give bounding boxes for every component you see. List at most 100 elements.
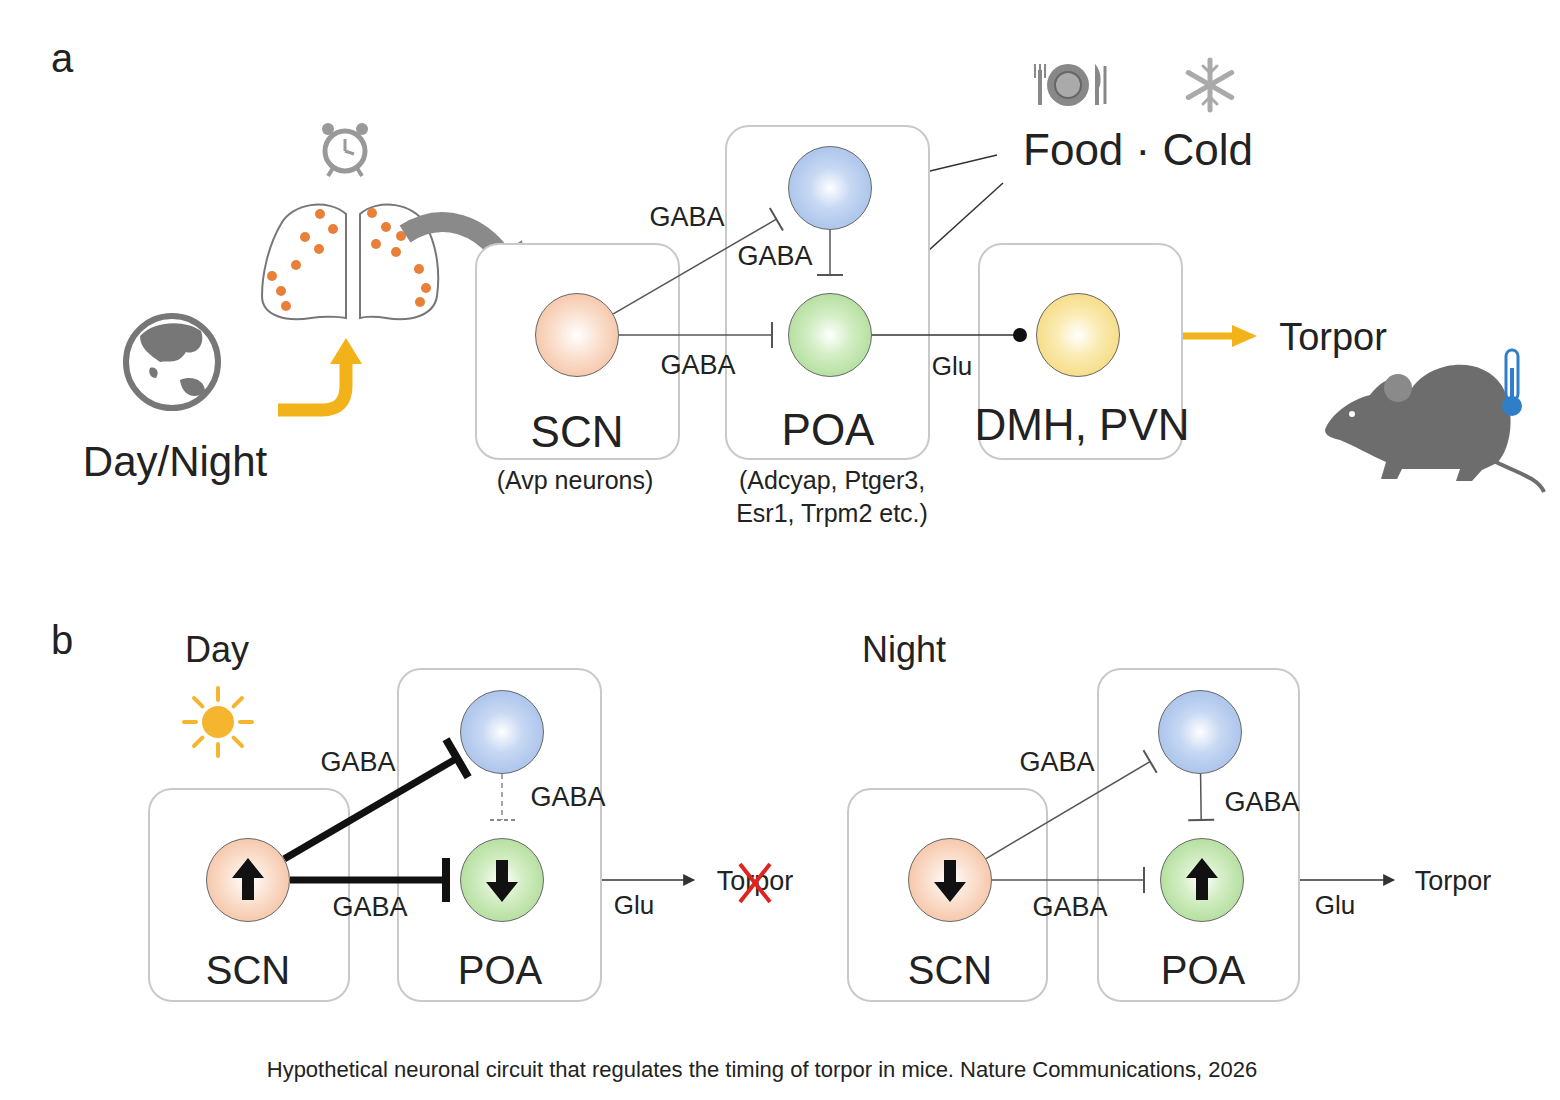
thermometer-icon xyxy=(1510,368,1514,402)
brain-section xyxy=(421,283,431,293)
sun-icon xyxy=(240,720,252,724)
brain-section xyxy=(371,239,381,249)
output-arrow xyxy=(545,879,694,881)
brain-section xyxy=(414,264,424,274)
thermometer-icon xyxy=(1506,350,1518,400)
annotation-text: Glu xyxy=(1315,889,1355,923)
activity-arrow xyxy=(232,858,264,900)
cell-markers: (Avp neurons) xyxy=(497,464,654,497)
neuron-circle xyxy=(535,293,619,377)
neuron-circle xyxy=(1160,838,1244,922)
brain-section xyxy=(367,208,377,218)
sun-icon xyxy=(234,738,242,746)
neural-projection xyxy=(284,758,457,859)
cold-icon xyxy=(1203,66,1217,104)
clock-icon xyxy=(344,139,347,151)
region-name: POA xyxy=(458,944,542,996)
region-name: SCN xyxy=(531,403,624,460)
projection-arrow xyxy=(405,222,506,262)
globe-icon xyxy=(140,323,202,362)
transmitter-label: GABA xyxy=(332,890,407,925)
neuron-circle xyxy=(460,838,544,922)
output-arrow xyxy=(1245,879,1394,881)
region-box: POA xyxy=(1097,668,1300,1002)
brain-section xyxy=(381,222,391,232)
neuron-circle xyxy=(1158,690,1242,774)
neuron-circle xyxy=(908,838,992,922)
neural-projection xyxy=(872,334,1020,336)
figure-caption: Hypothetical neuronal circuit that regul… xyxy=(267,1056,1258,1085)
region-box: POA xyxy=(397,668,602,1002)
clock-icon xyxy=(322,123,368,176)
cross-mark xyxy=(740,864,770,902)
annotation-text: Torpor xyxy=(717,864,794,899)
region-name: SCN xyxy=(206,944,290,996)
annotation-text: Torpor xyxy=(1415,864,1492,899)
brain-section xyxy=(391,247,401,257)
annotation-text: Day xyxy=(185,627,249,674)
activity-arrow xyxy=(232,858,1218,902)
transmitter-label: GABA xyxy=(660,348,735,383)
sun-icon xyxy=(194,698,202,706)
input-arrow xyxy=(884,155,997,182)
annotation-text: Day/Night xyxy=(83,435,267,490)
output-arrow xyxy=(545,879,1394,881)
neural-projection xyxy=(986,762,1150,859)
annotation-text: a xyxy=(51,32,73,84)
thermometer-icon xyxy=(1502,396,1522,416)
neural-projection xyxy=(613,219,776,314)
brain-section xyxy=(276,286,286,296)
food-icon xyxy=(1038,70,1042,105)
brain-section xyxy=(300,232,310,242)
region-box: SCN xyxy=(847,788,1048,1002)
brain-section xyxy=(314,244,324,254)
clock-icon xyxy=(356,123,368,135)
neural-projection xyxy=(619,334,772,336)
sun-icon xyxy=(184,688,252,756)
food-icon xyxy=(1104,66,1107,104)
food-icon xyxy=(1034,64,1036,78)
sun-icon xyxy=(216,744,220,756)
transmitter-label: GABA xyxy=(737,239,812,274)
neuron-circle xyxy=(1036,293,1120,377)
activity-arrow xyxy=(934,860,966,902)
mouse-illustration xyxy=(1325,365,1544,492)
region-name: SCN xyxy=(908,944,992,996)
cold-icon xyxy=(1188,60,1231,110)
output-arrow xyxy=(1152,333,1236,340)
brain-section xyxy=(267,271,277,281)
neural-projection xyxy=(501,774,503,820)
food-icon xyxy=(1039,64,1041,78)
region-name: DMH, PVN xyxy=(974,396,1189,453)
mouse-illustration xyxy=(1325,365,1511,481)
region-box: DMH, PVN xyxy=(978,243,1183,460)
brain-section xyxy=(262,205,346,320)
food-icon xyxy=(1035,64,1105,106)
annotation-text: Food · Cold xyxy=(1023,121,1253,178)
brain-section xyxy=(281,301,291,311)
neuron-circle xyxy=(788,146,872,230)
clock-icon xyxy=(357,168,362,176)
projection-arrow xyxy=(405,222,530,292)
thermometer-icon xyxy=(1502,350,1522,416)
neuron-circle xyxy=(460,690,544,774)
sun-icon xyxy=(202,706,234,738)
transmitter-label: GABA xyxy=(1224,785,1299,820)
cross-mark xyxy=(740,864,770,902)
neuron-circle xyxy=(206,838,290,922)
annotation-text: b xyxy=(51,614,73,666)
transmitter-label: GABA xyxy=(530,780,605,815)
food-icon xyxy=(1095,64,1101,105)
transmitter-label: GABA xyxy=(1032,890,1107,925)
food-icon xyxy=(1055,72,1081,98)
clock-icon xyxy=(322,123,334,135)
transmitter-label: Glu xyxy=(932,350,972,384)
brain-section xyxy=(291,260,301,270)
brain-section xyxy=(267,208,431,311)
brain-section xyxy=(262,205,438,320)
mouse-illustration xyxy=(1349,411,1355,417)
